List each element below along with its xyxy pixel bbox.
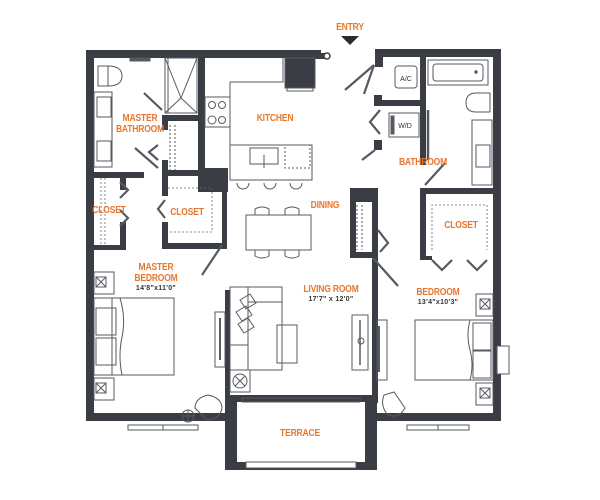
room-label-kitchen: KITCHEN <box>256 113 294 124</box>
coffee-table-icon <box>276 324 298 364</box>
room-dimensions-bedroom: 13'4"x10'3" <box>417 299 459 306</box>
master-bedroom-furniture <box>93 271 226 431</box>
room-label-closet-left: CLOSET <box>92 205 126 216</box>
room-label-terrace: TERRACE <box>280 428 320 439</box>
washer-dryer-icon <box>388 112 420 138</box>
closet-shelves <box>100 178 488 250</box>
bathtub-icon <box>427 59 489 86</box>
stool-icon <box>236 182 250 190</box>
bed-icon <box>93 297 175 376</box>
sink-icon <box>96 96 112 118</box>
chair-icon <box>194 394 223 421</box>
room-label-master-bedroom: MASTER BEDROOM <box>131 262 180 284</box>
table-icon <box>245 214 312 251</box>
sink-icon <box>475 144 491 168</box>
room-name-line2: BEDROOM <box>134 273 178 284</box>
living-room-furniture <box>229 286 369 469</box>
room-dimensions-living-room: 17'7" x 12'0" <box>308 296 354 303</box>
room-name-line2: BATHROOM <box>115 124 165 135</box>
room-name-line1: MASTER <box>138 262 174 273</box>
wd-label: W/D <box>398 123 412 130</box>
room-label-closet-bedroom: CLOSET <box>444 220 478 231</box>
stool-icon <box>263 182 277 190</box>
bathroom-fixtures <box>426 59 493 186</box>
room-label-bathroom: BATHROOM <box>398 157 448 168</box>
room-label-closet-master: CLOSET <box>170 207 204 218</box>
room-dimensions-master-bedroom: 14'8"x11'0" <box>135 285 177 292</box>
terrace-window-icon <box>245 461 357 469</box>
nightstand-icon <box>93 271 115 295</box>
ac-label: A/C <box>400 76 412 83</box>
master-bath-fixtures <box>93 57 198 170</box>
entry-arrow-icon <box>341 36 359 45</box>
nightstand-icon <box>93 377 115 401</box>
room-label-master-bathroom: MASTER BATHROOM <box>115 113 166 135</box>
dining-table <box>245 205 363 259</box>
nightstand-icon <box>475 293 494 317</box>
bedroom-furniture <box>376 293 510 431</box>
room-label-bedroom: BEDROOM <box>416 287 460 298</box>
utility-fixtures <box>388 65 420 138</box>
sink-icon <box>96 140 112 162</box>
bed-icon <box>414 319 494 381</box>
ac-unit-icon <box>394 65 418 89</box>
sofa-icon <box>229 286 283 371</box>
window-icon <box>241 397 361 403</box>
room-label-dining: DINING <box>310 200 340 211</box>
toilet-icon <box>97 65 123 87</box>
entry-wall-cap <box>323 52 331 60</box>
chair-icon <box>382 391 406 417</box>
room-name-line1: MASTER <box>122 113 158 124</box>
room-label-living-room: LIVING ROOM <box>303 284 359 295</box>
nightstand-icon <box>475 382 494 406</box>
entry-label: ENTRY <box>336 22 364 33</box>
doors <box>119 64 488 287</box>
tv-console-icon <box>351 314 369 371</box>
stool-icon <box>289 182 303 190</box>
lamp-icon <box>232 373 248 389</box>
kitchen-fixtures <box>204 57 316 190</box>
